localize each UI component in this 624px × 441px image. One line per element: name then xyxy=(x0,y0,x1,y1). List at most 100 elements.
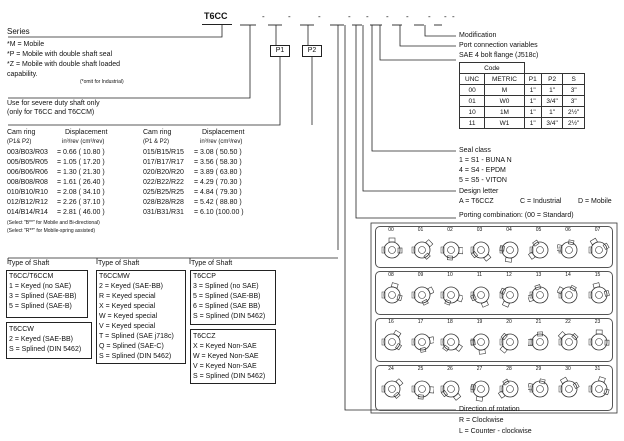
code-header-p2: P2 xyxy=(540,73,564,85)
dash-7: - xyxy=(406,12,409,21)
shaft-col2-line: Q = Splined (SAE-C) xyxy=(99,343,164,350)
cam-right-ring-5: 028/B28/R28 xyxy=(143,199,184,206)
porting-option: 21 xyxy=(525,319,553,359)
shaft-col3b-line: W = Keyed Non-SAE xyxy=(193,353,259,360)
porting-option: 08 xyxy=(377,272,405,312)
code-row: 01 W0 1" 3/4" 3" xyxy=(458,95,585,107)
code-cell: 11 xyxy=(458,117,486,129)
shaft-col2-line: W = Keyed special xyxy=(99,313,158,320)
porting-option: 23 xyxy=(584,319,612,359)
porting-option-number: 16 xyxy=(388,319,394,325)
porting-option: 31 xyxy=(584,366,612,406)
port-orientation-icon xyxy=(588,282,610,304)
cam-header-4: Displacement xyxy=(202,129,245,136)
porting-option-number: 14 xyxy=(565,272,571,278)
porting-option-number: 01 xyxy=(417,227,424,233)
porting-option: 19 xyxy=(466,319,494,359)
modification-title: Modification xyxy=(459,32,497,39)
port-orientation-icon xyxy=(381,329,402,351)
cam-note-1: (Select "B**" for Mobile and Bi-directio… xyxy=(7,220,100,226)
rotation-title: Direction of rotation xyxy=(459,406,520,413)
code-cell: 3" xyxy=(562,95,585,107)
port-orientation-icon xyxy=(557,239,578,259)
port-orientation-icon xyxy=(588,329,609,351)
porting-row-frame xyxy=(375,226,613,268)
code-cell: 3/4" xyxy=(540,95,564,107)
cam-header-2: Displacement xyxy=(65,129,108,136)
rotation-counter-clockwise: L = Counter - clockwise xyxy=(459,428,532,435)
porting-option-number: 25 xyxy=(417,366,424,372)
cam-sub-4: in³/rev (cm³/rev) xyxy=(200,139,243,145)
seal-class-line: 5 = S5 - VITON xyxy=(459,177,507,184)
porting-option-number: 27 xyxy=(476,366,483,372)
porting-option: 22 xyxy=(554,319,582,359)
code-row: 11 W1 1" 3/4" 2½" xyxy=(458,117,585,129)
cam-left-disp-2: = 1.30 ( 21.30 ) xyxy=(57,169,105,176)
cam-right-ring-4: 025/B25/R25 xyxy=(143,189,184,196)
port-orientation-icon xyxy=(440,241,463,261)
seal-class-title: Seal class xyxy=(459,147,491,154)
porting-option-number: 24 xyxy=(388,366,394,372)
porting-option-number: 21 xyxy=(535,319,542,325)
port-orientation-icon xyxy=(440,286,463,306)
dash-1: - xyxy=(262,12,265,21)
shaft-col1-line: 5 = Splined (SAE-B) xyxy=(9,303,72,310)
cam-right-ring-3: 022/B22/R22 xyxy=(143,179,184,186)
model-underline xyxy=(202,14,232,25)
cam-header-1: Cam ring xyxy=(7,129,36,136)
porting-option-number: 13 xyxy=(535,272,542,278)
porting-option: 05 xyxy=(525,227,553,267)
port-orientation-icon xyxy=(588,237,610,259)
cam-right-disp-5: = 5.42 ( 88.80 ) xyxy=(194,199,242,206)
port-orientation-icon xyxy=(381,378,404,399)
porting-option: 02 xyxy=(436,227,464,267)
porting-option: 10 xyxy=(436,272,464,312)
port-orientation-icon xyxy=(588,376,610,398)
porting-option-number: 19 xyxy=(476,319,483,325)
shaft-col2-line: X = Keyed special xyxy=(99,303,156,310)
porting-option-number: 12 xyxy=(506,272,512,278)
porting-option-number: 02 xyxy=(447,227,453,233)
cam-right-disp-2: = 3.89 ( 63.80 ) xyxy=(194,169,242,176)
shaft-col1b-line: S = Splined (DIN 5462) xyxy=(9,346,82,353)
porting-option-number: 15 xyxy=(594,272,601,278)
port-orientation-icon xyxy=(469,380,489,402)
port-orientation-icon xyxy=(557,331,579,351)
code-cell: 1" xyxy=(540,84,564,96)
code-cell: 2½" xyxy=(562,106,585,118)
port-orientation-icon xyxy=(381,237,403,259)
code-cell: 00 xyxy=(458,84,486,96)
porting-option-number: 11 xyxy=(476,272,483,278)
porting-option-number: 28 xyxy=(506,366,512,372)
shaft-box-t6ccmw xyxy=(96,270,186,364)
porting-option: 14 xyxy=(554,272,582,312)
design-letter-a: A = T6CCZ xyxy=(459,198,494,205)
porting-option-number: 03 xyxy=(476,227,483,233)
code-header-unc: UNC xyxy=(458,73,486,85)
porting-option: 00 xyxy=(377,227,405,267)
porting-option: 11 xyxy=(466,272,494,312)
shaft-box-t6ccw xyxy=(6,322,92,359)
cam-right-ring-2: 020/B20/R20 xyxy=(143,169,184,176)
cam-left-disp-4: = 2.08 ( 34.10 ) xyxy=(57,189,105,196)
code-row: 00 M 1" 1" 3" xyxy=(458,84,585,96)
porting-option: 17 xyxy=(407,319,435,359)
port-orientation-icon xyxy=(558,376,580,398)
porting-option: 04 xyxy=(495,227,523,267)
shaft-col3b-line: V = Keyed Non-SAE xyxy=(193,363,257,370)
shaft-col1-line: 1 = Keyed (no SAE) xyxy=(9,283,72,290)
porting-option-number: 30 xyxy=(565,366,571,372)
code-cell: 3/4" xyxy=(540,117,564,129)
cam-left-disp-1: = 1.05 ( 17.20 ) xyxy=(57,159,105,166)
shaft-col2-title: Type of Shaft xyxy=(98,260,140,267)
cam-right-ring-0: 015/B15/R15 xyxy=(143,149,184,156)
dash-6: - xyxy=(386,12,389,21)
dash-10: - xyxy=(452,12,455,21)
port-orientation-icon xyxy=(499,241,519,263)
port-orientation-icon xyxy=(470,241,491,262)
shaft-box-t6cc xyxy=(6,270,88,318)
seal-class-line: 4 = S4 - EPDM xyxy=(459,167,506,174)
shaft-box-t6ccp xyxy=(190,270,276,325)
series-note: (*omit for Industrial) xyxy=(80,79,124,85)
